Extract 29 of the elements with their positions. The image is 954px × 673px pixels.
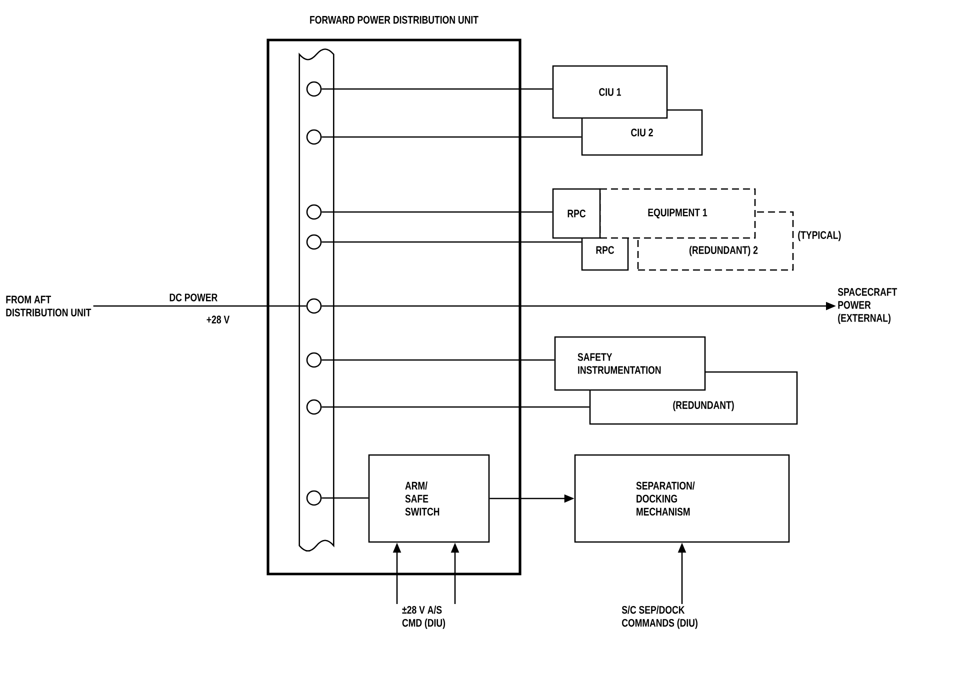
switch-box: ARM/ SAFE SWITCH [368,454,490,543]
terminal-circle [306,298,322,314]
instrumentation-box: SAFETY INSTRUMENTATION [554,336,706,391]
connector-line [322,211,552,213]
connector-line [322,406,590,408]
terminal-circle [306,234,322,250]
terminal-circle [306,129,322,145]
edge-label: DC POWER [168,292,219,302]
connector-line [322,88,552,90]
terminal-circle [306,352,322,368]
terminal-circle [306,399,322,415]
unit-box: CIU 1 [552,65,668,119]
destination-label: SPACECRAFT POWER (EXTERNAL) [838,288,898,324]
source-label: FROM AFT DISTRIBUTION UNIT [6,296,92,316]
connector-line [322,497,368,499]
command-label: ±28 V A/S CMD (DIU) [402,606,446,629]
connector-line [322,359,554,361]
terminal-circle [306,204,322,220]
controller-box: RPC [552,188,601,239]
voltage-label: +28 V [206,316,230,324]
connector-line [93,305,306,307]
unit-title: FORWARD POWER DISTRIBUTION UNIT [310,16,478,24]
terminal-circle [306,81,322,97]
mechanism-box: SEPARATION/ DOCKING MECHANISM [574,454,790,543]
command-label: S/C SEP/DOCK COMMANDS (DIU) [622,606,698,629]
terminal-circle [306,490,322,506]
connector-line [322,241,582,243]
bus-bar [298,48,334,552]
connector-line [322,136,582,138]
